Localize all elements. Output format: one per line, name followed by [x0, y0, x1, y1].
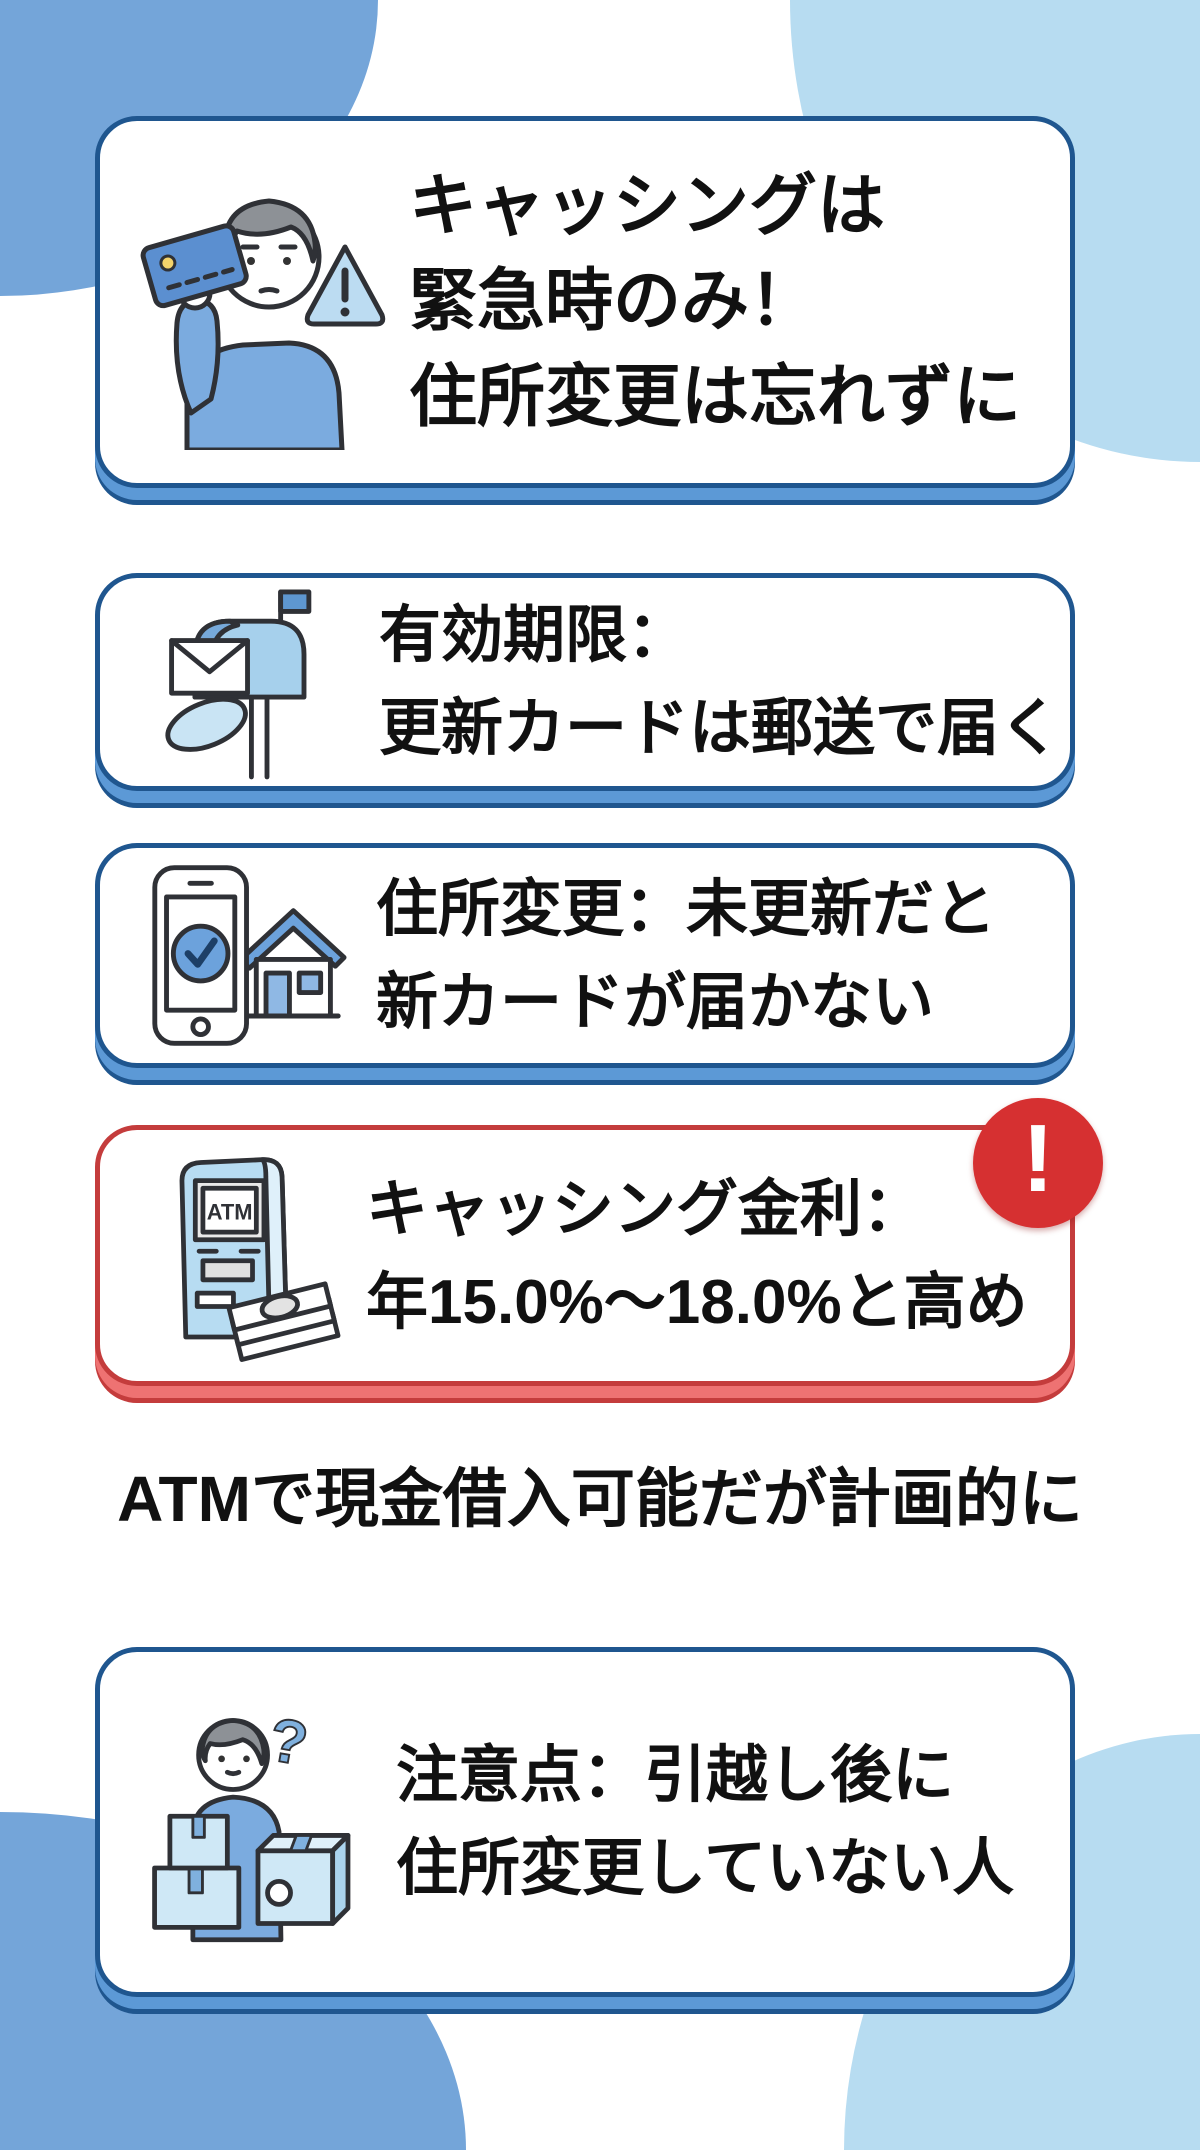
- card-expiry: 有効期限： 更新カードは郵送で届く: [95, 573, 1075, 791]
- card-title: 注意点：引越し後に 住所変更していない人: [396, 1729, 1014, 1915]
- card-title-line: 住所変更：未更新だと: [376, 874, 997, 944]
- card-caution-moving: ? 注意点：引越し後に 住所変更していない人: [95, 1647, 1075, 1997]
- warning-triangle-icon: [304, 244, 385, 326]
- card-title-line: キャッシングは: [409, 168, 886, 245]
- card-title-line: 新カードが届かない: [376, 967, 935, 1037]
- card-cashing-emergency: キャッシングは 緊急時のみ！ 住所変更は忘れずに: [95, 116, 1075, 488]
- person-boxes-icon: ?: [151, 1703, 350, 1942]
- house-roof: [238, 907, 347, 971]
- card-address-change: 住所変更：未更新だと 新カードが届かない: [95, 843, 1075, 1068]
- card-title: キャッシングは 緊急時のみ！ 住所変更は忘れずに: [409, 159, 1021, 445]
- atm-screen-label: ATM: [206, 1200, 252, 1225]
- card-title: 住所変更：未更新だと 新カードが届かない: [376, 863, 996, 1049]
- person-question-boxes-illustration: ?: [136, 1700, 378, 1945]
- card-title: 有効期限： 更新カードは郵送で届く: [379, 589, 1061, 775]
- alert-badge-icon: !: [973, 1098, 1103, 1228]
- credit-card-icon: [140, 222, 249, 308]
- card-title-line: 更新カードは郵送で届く: [379, 694, 1062, 763]
- phone-check-house-illustration: [136, 856, 358, 1056]
- note-text: ATMで現金借入可能だが計画的に: [117, 1463, 1083, 1535]
- box: [167, 1813, 230, 1870]
- mailbox-icon: [165, 589, 312, 780]
- card-cashing-rate: ATM キャッシング金利： 年15.0%〜18.0%と高め: [95, 1125, 1075, 1386]
- alert-badge-symbol: !: [1022, 1105, 1054, 1212]
- card-title-line: 年15.0%〜18.0%と高め: [366, 1267, 1028, 1337]
- person-credit-card-illustration: [140, 198, 385, 450]
- card-title: キャッシング金利： 年15.0%〜18.0%と高め: [366, 1163, 1028, 1349]
- phone-house-icon: [152, 864, 347, 1046]
- banknotes-icon: [226, 1281, 340, 1362]
- card-title-line: キャッシング金利：: [366, 1174, 925, 1244]
- atm-icon: ATM: [179, 1157, 340, 1362]
- atm-cash-illustration: ATM: [136, 1148, 348, 1363]
- card-title-line: 注意点：引越し後に: [396, 1741, 955, 1810]
- question-mark-icon: ?: [264, 1704, 313, 1777]
- card-title-line: 緊急時のみ！: [409, 263, 818, 340]
- check-circle-icon: [170, 923, 231, 983]
- card-title-line: 有効期限：: [379, 601, 690, 670]
- person-credit-card-warning-illustration: [136, 155, 391, 450]
- card-title-line: 住所変更していない人: [396, 1834, 1015, 1903]
- mailbox-illustration: [136, 582, 361, 782]
- card-title-line: 住所変更は忘れずに: [409, 358, 1022, 435]
